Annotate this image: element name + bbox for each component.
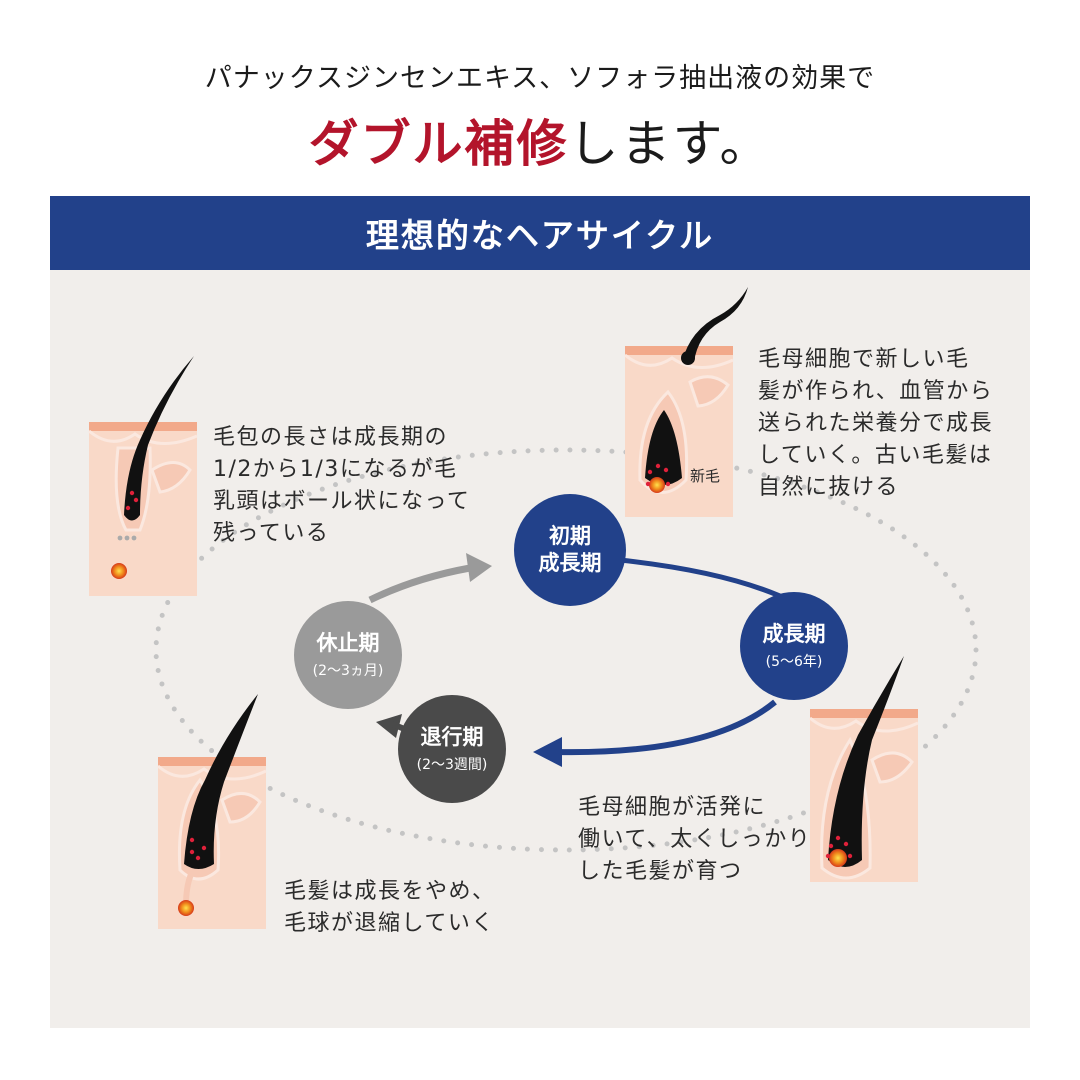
phase-growth-name: 成長期 — [762, 622, 826, 646]
headline-rest: します。 — [568, 115, 772, 173]
phase-regression-duration: (2〜3週間) — [416, 757, 488, 773]
description-growth: 毛母細胞が活発に 働いて、太くしっかり した毛髪が育つ — [578, 795, 812, 884]
description-regression: 毛髪は成長をやめ、 毛球が退縮していく — [284, 879, 496, 936]
description-early-growth: 毛母細胞で新しい毛 髪が作られ、血管から 送られた栄養分で成長 していく。古い毛… — [758, 347, 994, 500]
arrow-rest-to-early-head — [466, 553, 492, 582]
headline-line1: パナックスジンセンエキス、ソフォラ抽出液の効果で — [204, 63, 876, 94]
phase-growth-duration: (5〜6年) — [765, 654, 823, 670]
phase-rest-name: 休止期 — [316, 631, 380, 655]
follicle-illustration-growth — [809, 656, 919, 882]
phase-growth: 成長期 (5〜6年) — [740, 592, 848, 700]
phase-rest-duration: (2〜3ヵ月) — [312, 663, 384, 679]
arrow-growth-to-regression — [554, 699, 777, 756]
headline-line2: ダブル補修します。 — [0, 104, 1080, 176]
cycle-dotted-ellipse — [153, 447, 979, 853]
phase-regression: 退行期 (2〜3週間) — [398, 695, 506, 803]
section-banner: 理想的なヘアサイクル — [50, 196, 1030, 270]
headline-accent: ダブル補修 — [308, 114, 569, 173]
arrow-rest-to-early — [368, 564, 471, 604]
phase-regression-name: 退行期 — [420, 725, 484, 749]
arrow-regression-to-rest-head — [376, 714, 402, 738]
phase-rest: 休止期 (2〜3ヵ月) — [294, 601, 402, 709]
phase-early-growth-name: 初期 成長期 — [538, 524, 602, 575]
follicle-illustration-regression — [157, 694, 267, 929]
new-hair-label: 新毛 — [690, 467, 721, 485]
arrow-growth-to-regression-head — [533, 737, 562, 767]
phase-early-growth: 初期 成長期 — [514, 494, 626, 606]
description-rest: 毛包の長さは成長期の 1/2から1/3になるが毛 乳頭はボール状になって 残って… — [213, 425, 471, 546]
follicle-illustration-early-growth — [624, 287, 748, 517]
follicle-illustration-rest — [88, 356, 198, 596]
